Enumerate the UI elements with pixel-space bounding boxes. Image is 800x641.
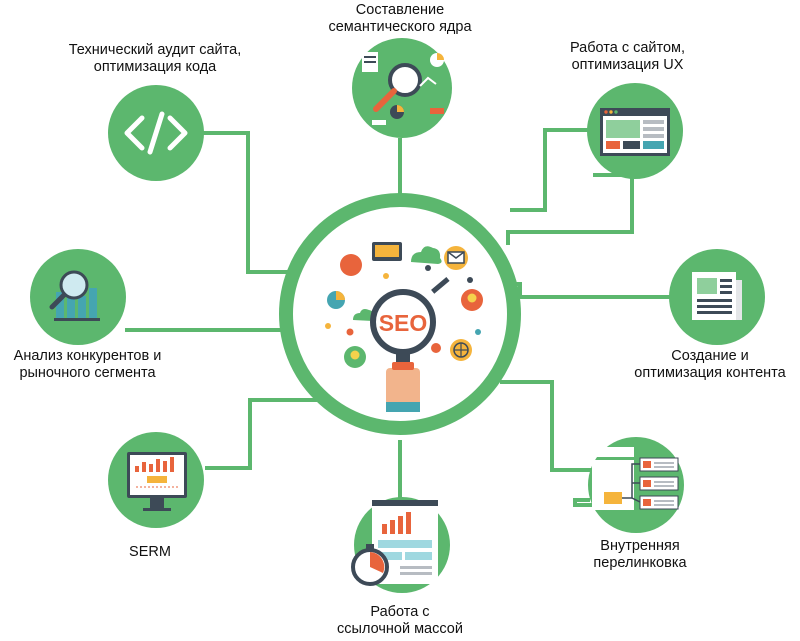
- label-tech-line-2: оптимизация кода: [93, 59, 217, 75]
- label-sem: Составление семантического ядра: [295, 2, 505, 36]
- center-cluster-icons: [325, 242, 483, 368]
- label-comp-line-1: Анализ конкурентов и: [13, 348, 162, 364]
- label-serm-line-1: SERM: [129, 544, 171, 560]
- magnifier-bar-chart-icon: [49, 270, 100, 321]
- connector-link: [500, 380, 593, 472]
- connector-ux: [510, 128, 590, 212]
- connector-link-2: [573, 498, 593, 507]
- connector-serm: [205, 398, 320, 470]
- magnifier-analytics-icon: [362, 52, 444, 125]
- label-link-line-2: перелинковка: [593, 555, 687, 571]
- connector-content: [510, 282, 672, 299]
- label-serm: SERM: [100, 544, 200, 561]
- node-mass: [351, 497, 450, 593]
- node-content: [669, 249, 765, 345]
- label-ux: Работа с сайтом, оптимизация UX: [535, 40, 720, 74]
- seo-magnifier: SEO: [370, 289, 436, 412]
- cloud-icon-small: [353, 309, 376, 321]
- label-mass: Работа с ссылочной массой: [300, 604, 500, 638]
- browser-window-icon: [600, 108, 670, 156]
- label-content: Создание и оптимизация контента: [620, 348, 800, 382]
- label-mass-line-2: ссылочной массой: [337, 621, 463, 637]
- node-ux: [587, 83, 683, 179]
- newspaper-icon: [692, 272, 742, 320]
- label-tech-line-1: Технический аудит сайта,: [68, 42, 242, 58]
- seo-badge-text: SEO: [379, 310, 428, 336]
- stopwatch-report-icon: [351, 500, 438, 586]
- cloud-icon: [411, 246, 442, 264]
- label-ux-line-2: оптимизация UX: [571, 57, 684, 73]
- connector-tech: [200, 131, 300, 274]
- label-link-line-1: Внутренняя: [600, 538, 680, 554]
- monitor-chart-icon: [127, 452, 187, 511]
- label-content-line-1: Создание и: [671, 348, 749, 364]
- code-icon: [124, 111, 188, 155]
- target-icon: [431, 343, 441, 353]
- label-content-line-2: оптимизация контента: [634, 365, 786, 381]
- node-serm: [108, 432, 204, 528]
- label-mass-line-1: Работа с: [370, 604, 430, 620]
- label-comp: Анализ конкурентов и рыночного сегмента: [0, 348, 175, 382]
- hand-icon: [386, 368, 420, 406]
- label-comp-line-2: рыночного сегмента: [19, 365, 156, 381]
- label-ux-line-1: Работа с сайтом,: [569, 40, 686, 56]
- rocket-icon: [340, 254, 362, 276]
- label-sem-line-2: семантического ядра: [328, 19, 472, 35]
- label-link: Внутренняя перелинковка: [565, 538, 715, 572]
- node-sem: [352, 38, 452, 138]
- center-hub: SEO: [279, 193, 521, 435]
- label-sem-line-1: Составление: [355, 2, 445, 18]
- node-link: [588, 437, 684, 533]
- wrench-icon: [431, 277, 450, 294]
- node-comp: [30, 249, 126, 345]
- label-tech: Технический аудит сайта, оптимизация код…: [40, 42, 270, 76]
- sitemap-icon: [592, 447, 679, 510]
- node-tech: [108, 85, 204, 181]
